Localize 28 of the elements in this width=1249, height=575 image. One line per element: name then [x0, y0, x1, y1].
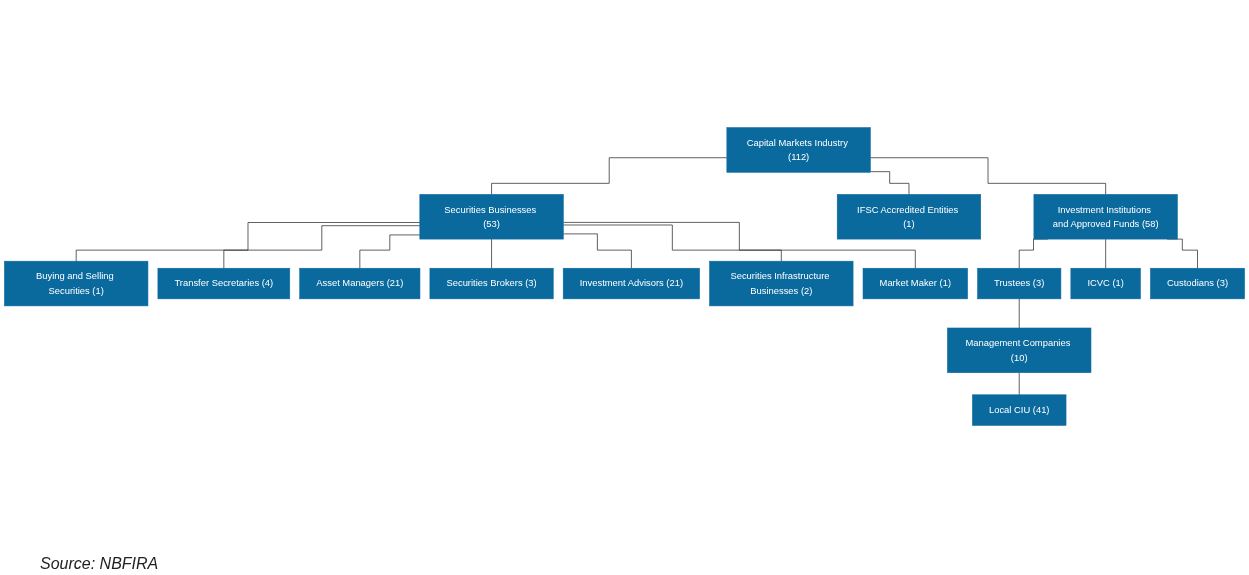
node-box: Buying and Selling Securities (1): [4, 260, 149, 307]
connector: [870, 171, 910, 195]
node-box: ICVC (1): [1070, 267, 1141, 300]
node-box: Asset Managers (21): [299, 267, 421, 300]
node-box: Custodians (3): [1150, 267, 1245, 300]
connector: [359, 234, 421, 269]
connector: [563, 224, 782, 262]
node-box: Market Maker (1): [862, 267, 968, 300]
connector: [563, 222, 916, 269]
connector: [1105, 238, 1106, 269]
connector: [491, 238, 492, 269]
node-box: Capital Markets Industry (112): [726, 127, 871, 173]
node-box: Securities Businesses (53): [419, 194, 564, 240]
node-box: Investment Institutions and Approved Funds (58): [1033, 194, 1178, 240]
connector: [223, 225, 421, 269]
node-box: Trustees (3): [977, 267, 1062, 300]
node-box: Securities Brokers (3): [429, 267, 554, 300]
node-box: Securities Infrastructure Businesses (2): [709, 260, 854, 307]
node-box: Local CIU (41): [972, 394, 1067, 426]
connector: [870, 157, 1106, 195]
connector: [563, 233, 632, 269]
node-box: Investment Advisors (21): [562, 267, 700, 300]
node-box: Management Companies (10): [947, 327, 1092, 373]
node-box: IFSC Accredited Entities (1): [836, 194, 981, 240]
connector: [491, 157, 728, 195]
connector: [75, 222, 421, 262]
node-box: Transfer Secretaries (4): [157, 267, 291, 300]
source-note: Source: NBFIRA: [40, 555, 160, 573]
